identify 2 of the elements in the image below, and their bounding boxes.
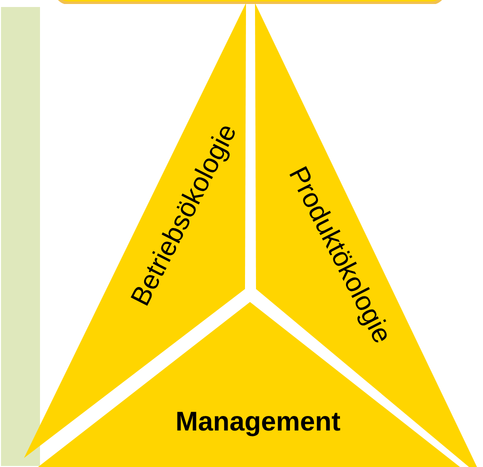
side-panel xyxy=(0,6,41,467)
segment-label: Management xyxy=(175,406,341,438)
